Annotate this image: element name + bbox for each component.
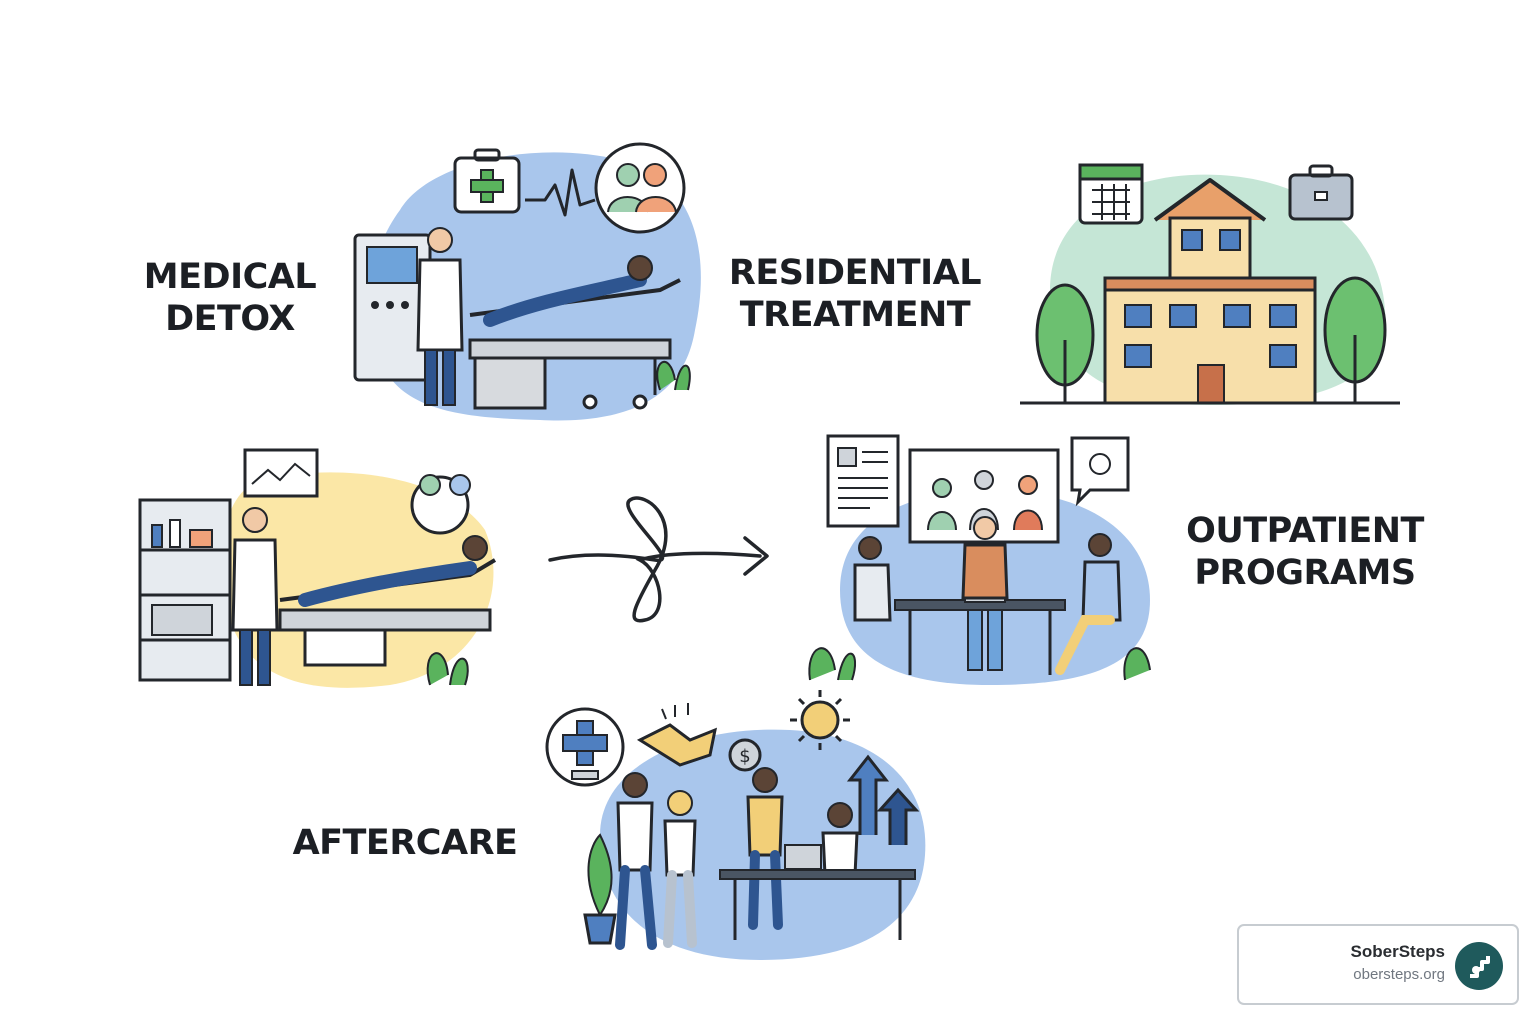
trees-icon <box>1035 276 1387 402</box>
money-symbol: $ <box>739 746 750 767</box>
brand-name: SoberSteps <box>1350 942 1445 961</box>
stage-label-medical-detox: MEDICAL DETOX <box>135 256 325 340</box>
heartbeat-line-icon <box>525 168 596 217</box>
stage-label-line: PROGRAMS <box>1194 553 1416 593</box>
residential-building-illustration <box>1020 163 1400 405</box>
medicine-shelf-icon <box>138 498 232 682</box>
stage-label-line: AFTERCARE <box>292 823 518 863</box>
sobersteps-logo-icon <box>1455 942 1503 990</box>
doctor-figure-icon <box>416 227 464 406</box>
sun-icon <box>790 690 850 750</box>
people-circle-icon <box>594 142 686 234</box>
stage-label-aftercare: AFTERCARE <box>290 822 520 864</box>
chat-bubble-icon <box>1070 436 1130 507</box>
doctor-figure-icon <box>231 507 279 686</box>
stage-label-line: TREATMENT <box>739 295 971 335</box>
people-circle-icon <box>410 474 471 535</box>
house-building-icon <box>1103 178 1317 405</box>
brand-text: SoberSteps obersteps.org <box>1351 942 1445 983</box>
calendar-icon <box>1078 163 1144 225</box>
medical-cross-icon <box>545 707 625 787</box>
money-sign-icon: $ <box>728 738 762 772</box>
stage-label-line: RESIDENTIAL <box>728 253 982 293</box>
clinic-exam-illustration <box>138 448 497 688</box>
person-right-icon <box>1055 533 1122 675</box>
people-group-icon <box>615 767 859 950</box>
growth-arrows-icon <box>846 754 920 845</box>
work-table-icon <box>719 844 916 940</box>
person-left-icon <box>853 536 892 622</box>
stage-label-line: MEDICAL <box>143 257 317 297</box>
briefcase-icon <box>1288 164 1354 221</box>
video-screen-icon <box>908 448 1060 544</box>
handshake-icon <box>636 703 718 767</box>
flow-arrow-icon <box>548 496 769 623</box>
wall-chart-icon <box>243 448 319 498</box>
first-aid-kit-icon <box>453 148 521 214</box>
brand-card: SoberSteps obersteps.org <box>1237 924 1519 1005</box>
exam-bed-icon <box>278 535 497 667</box>
stage-label-outpatient-programs: OUTPATIENT PROGRAMS <box>1180 510 1430 594</box>
brand-url: obersteps.org <box>1353 966 1445 983</box>
hospital-bed-icon <box>468 255 681 410</box>
plant-icon <box>426 652 469 686</box>
plant-icon <box>808 647 1151 681</box>
detox-bed-monitor-illustration <box>353 142 701 421</box>
group-video-meeting-illustration <box>808 434 1151 685</box>
stage-label-residential-treatment: RESIDENTIAL TREATMENT <box>720 252 990 336</box>
potted-plant-icon <box>583 833 617 945</box>
medical-monitor-icon <box>353 233 432 382</box>
stage-label-line: DETOX <box>165 299 295 339</box>
stage-label-line: OUTPATIENT <box>1186 511 1424 551</box>
community-support-illustration: $ <box>545 690 926 960</box>
plant-icon <box>656 360 691 391</box>
person-center-icon <box>961 516 1009 671</box>
document-icon <box>826 434 900 528</box>
